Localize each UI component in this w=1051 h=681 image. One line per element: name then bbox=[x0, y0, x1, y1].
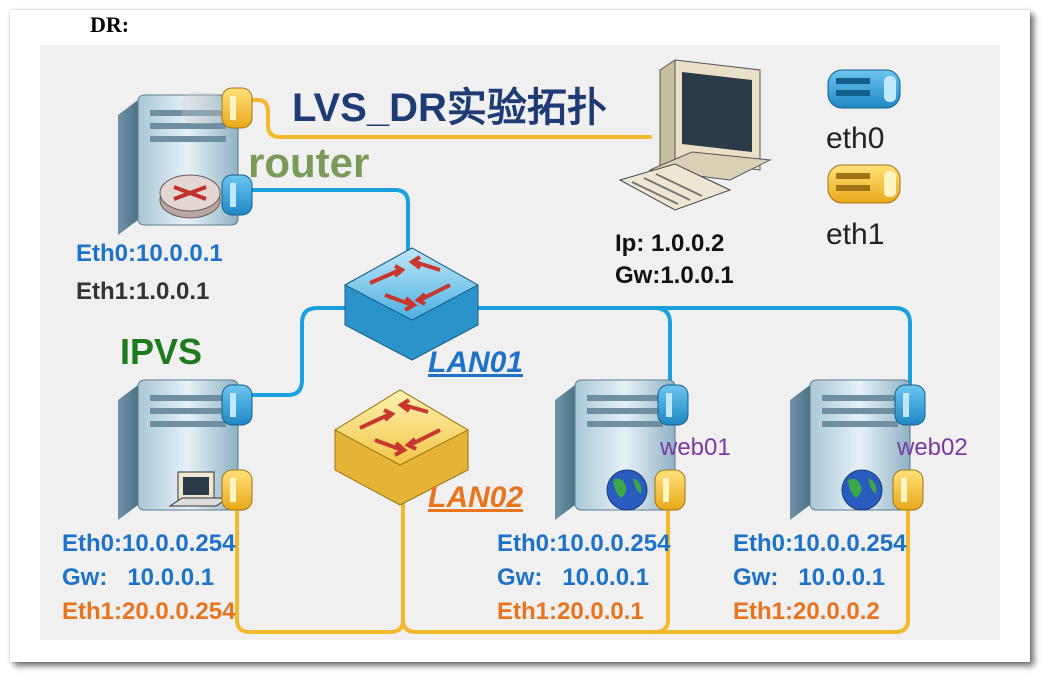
link-router-lan01 bbox=[248, 188, 410, 252]
router-eth1: Eth1:1.0.0.1 bbox=[76, 278, 210, 305]
mini-pc-icon bbox=[168, 471, 230, 507]
eth0-links bbox=[248, 188, 912, 397]
web01-server bbox=[555, 379, 676, 520]
ipvs-eth0: Eth0:10.0.0.254 bbox=[62, 530, 236, 557]
ipvs-name: IPVS bbox=[120, 331, 203, 372]
web02-gw: Gw: 10.0.0.1 bbox=[733, 564, 886, 591]
web01-eth0: Eth0:10.0.0.254 bbox=[497, 530, 671, 557]
ipvs-server bbox=[118, 379, 239, 520]
diagram-title: LVS_DR实验拓扑 bbox=[292, 86, 607, 130]
router-nic-eth1 bbox=[182, 87, 253, 129]
ipvs-eth1: Eth1:20.0.0.254 bbox=[62, 598, 236, 625]
legend-eth0-label: eth0 bbox=[826, 122, 885, 155]
router-name: router bbox=[248, 139, 370, 186]
web02-eth0: Eth0:10.0.0.254 bbox=[733, 530, 907, 557]
eth1-links bbox=[235, 98, 910, 634]
client-pc bbox=[618, 59, 772, 211]
legend-nic-eth1 bbox=[827, 164, 901, 204]
web02-nic-eth1 bbox=[892, 469, 924, 511]
lan02-switch bbox=[333, 389, 470, 506]
web01-nic-eth1 bbox=[654, 469, 686, 511]
web02-eth1: Eth1:20.0.0.2 bbox=[733, 598, 880, 625]
link-ipvs-lan02 bbox=[235, 493, 405, 634]
link-ipvs-lan01 bbox=[248, 306, 347, 397]
lan01-switch bbox=[343, 247, 480, 361]
link-lan02-web02 bbox=[653, 493, 910, 634]
ipvs-nic-eth1 bbox=[221, 469, 253, 511]
legend-nic-eth0 bbox=[827, 69, 901, 109]
link-router-client bbox=[248, 98, 652, 139]
client-gw: Gw:1.0.0.1 bbox=[615, 262, 734, 289]
web01-nic-eth0 bbox=[657, 384, 689, 426]
web02-nic-eth0 bbox=[894, 384, 926, 426]
lan02-label: LAN02 bbox=[428, 481, 524, 514]
globe-icon bbox=[606, 469, 648, 511]
web02-name: web02 bbox=[897, 434, 968, 461]
router-icon bbox=[159, 174, 221, 219]
client-ip: Ip: 1.0.0.2 bbox=[615, 230, 725, 257]
legend-eth1-label: eth1 bbox=[826, 218, 885, 251]
lan01-label: LAN01 bbox=[428, 346, 524, 379]
web01-name: web01 bbox=[660, 434, 731, 461]
globe-icon bbox=[841, 469, 883, 511]
router-eth0: Eth0:10.0.0.1 bbox=[76, 240, 223, 267]
router-server bbox=[118, 94, 239, 235]
web01-gw: Gw: 10.0.0.1 bbox=[497, 564, 650, 591]
web02-server bbox=[790, 379, 911, 520]
section-heading: DR: bbox=[90, 12, 130, 37]
link-lan01-web02 bbox=[653, 306, 912, 390]
ipvs-gw: Gw: 10.0.0.1 bbox=[62, 564, 215, 591]
router-nic-eth0 bbox=[221, 174, 253, 216]
web01-eth1: Eth1:20.0.0.1 bbox=[497, 598, 644, 625]
ipvs-nic-eth0 bbox=[221, 384, 253, 426]
